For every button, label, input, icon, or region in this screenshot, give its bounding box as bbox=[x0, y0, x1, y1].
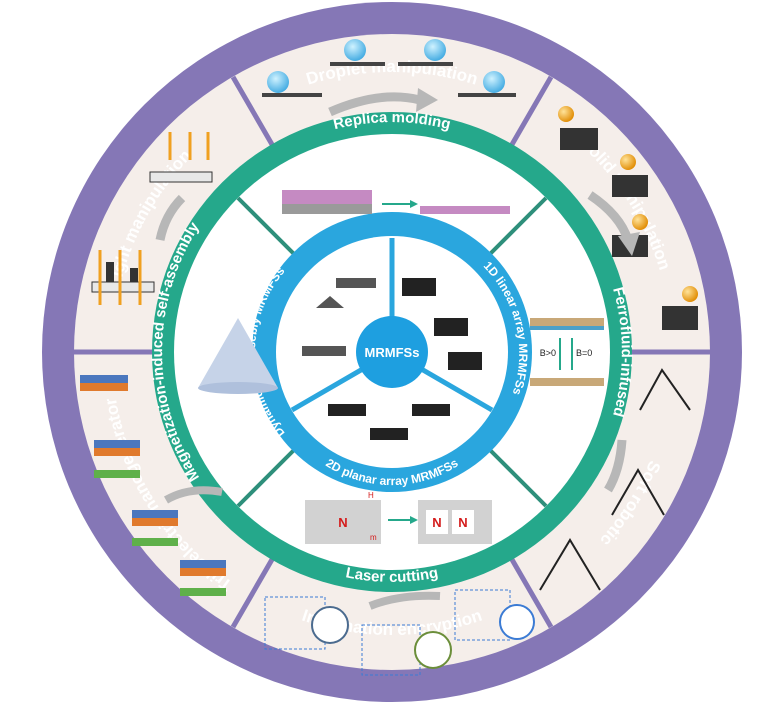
svg-text:Laser cutting: Laser cutting bbox=[344, 564, 439, 586]
soft-robotic-illustration bbox=[539, 368, 691, 591]
ferrofluid-illustration: B>0 B=0 bbox=[530, 318, 604, 386]
dynamic-self-assembly-illustration bbox=[302, 278, 376, 356]
field-on-label: B>0 bbox=[540, 348, 556, 358]
planar-array-illustration bbox=[328, 404, 450, 440]
center-label: MRMFSs bbox=[365, 345, 420, 360]
field-h-label: H bbox=[368, 491, 374, 500]
field-off-label: B=0 bbox=[576, 348, 592, 358]
replica-molding-illustration bbox=[282, 190, 510, 214]
magnet-n-label-2: N bbox=[432, 515, 441, 530]
teng-illustration bbox=[80, 375, 226, 596]
magnet-n-label-1: N bbox=[338, 515, 347, 530]
light-illustration bbox=[91, 132, 213, 305]
linear-array-illustration bbox=[402, 278, 482, 370]
magnet-n-label-3: N bbox=[458, 515, 467, 530]
center-hub bbox=[356, 316, 428, 388]
self-assembly-illustration bbox=[198, 318, 278, 394]
droplet-illustration bbox=[262, 39, 516, 117]
field-m-label: m bbox=[370, 533, 377, 542]
laser-cutting-illustration: N N N H m bbox=[305, 491, 492, 544]
encryption-illustration bbox=[264, 589, 535, 676]
solid-illustration bbox=[558, 106, 698, 330]
middle-label-laser: Laser cutting bbox=[344, 564, 439, 586]
